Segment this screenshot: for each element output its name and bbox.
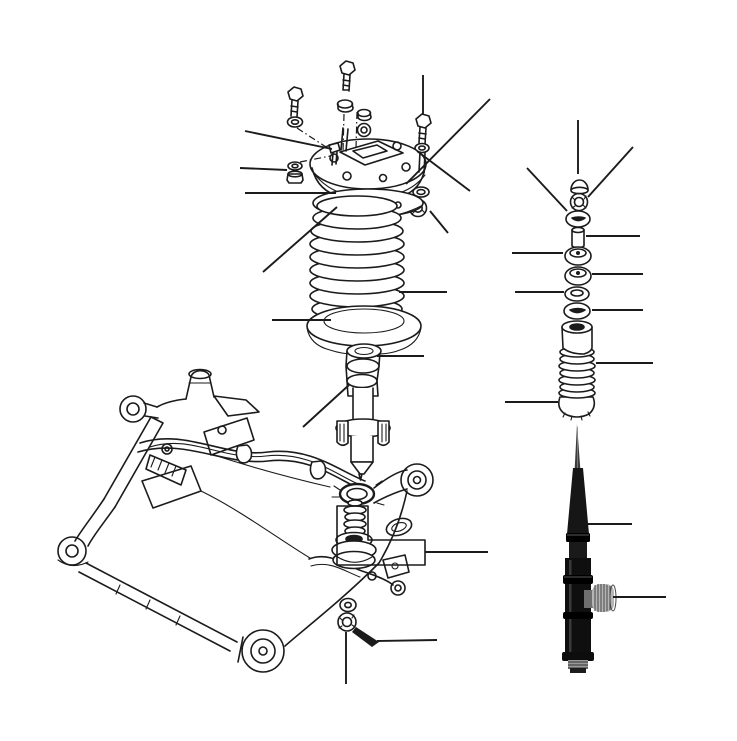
leader-line — [429, 210, 449, 234]
cup-washer — [565, 210, 591, 228]
washer-right — [412, 186, 430, 198]
subframe-right-bushing-eye — [400, 463, 434, 497]
tow-hook-ring — [119, 395, 159, 423]
leader-line — [244, 130, 333, 150]
leader-line — [239, 167, 288, 171]
subframe-bottom-bushing — [237, 629, 285, 673]
dash-dot-reference-lines — [296, 111, 358, 163]
bushing-upper — [564, 246, 592, 266]
mount-bolt-a — [339, 60, 356, 92]
leader-line — [376, 639, 438, 642]
hex-nut-col — [569, 192, 589, 212]
leader-line — [587, 146, 634, 198]
dash-dot-line — [355, 111, 358, 149]
subframe-left-bushing — [57, 536, 89, 567]
callout-box — [336, 505, 426, 566]
mount-bolt-b — [286, 86, 304, 128]
strut-shaft — [335, 387, 391, 481]
leader-line — [262, 206, 338, 273]
adjuster-knob — [584, 584, 617, 612]
shock-rod — [574, 424, 581, 470]
shock-lower-thread — [568, 660, 588, 673]
washer-nut-left — [286, 161, 304, 184]
spacer-sleeve — [571, 226, 585, 249]
shock-absorber — [562, 424, 617, 673]
shaft-bracket — [335, 418, 391, 447]
flat-screw-b — [356, 108, 372, 138]
cup-retainer — [563, 302, 591, 320]
piston-rod-collars — [345, 343, 382, 397]
flat-screw-a — [336, 99, 354, 113]
leader-line — [416, 150, 471, 192]
coil-spring — [309, 195, 405, 321]
mount-bolt-c — [414, 113, 432, 154]
leader-line — [302, 384, 350, 428]
dash-dot-line — [342, 113, 345, 153]
leader-line — [405, 98, 491, 185]
flat-washer-col — [564, 286, 590, 302]
bump-stopper — [558, 320, 596, 421]
dash-dot-line — [299, 155, 331, 163]
callout-arrow — [352, 627, 379, 647]
lower-washer — [339, 597, 357, 613]
subframe — [57, 368, 434, 673]
lower-nut — [337, 612, 357, 632]
cap-nut — [570, 179, 589, 195]
leader-lines — [239, 75, 666, 684]
leader-line — [526, 167, 568, 212]
subframe-top-bracket — [156, 368, 215, 408]
dash-dot-line — [296, 127, 327, 148]
strut-lower-mount — [331, 499, 377, 570]
bushing-lower — [564, 266, 592, 286]
